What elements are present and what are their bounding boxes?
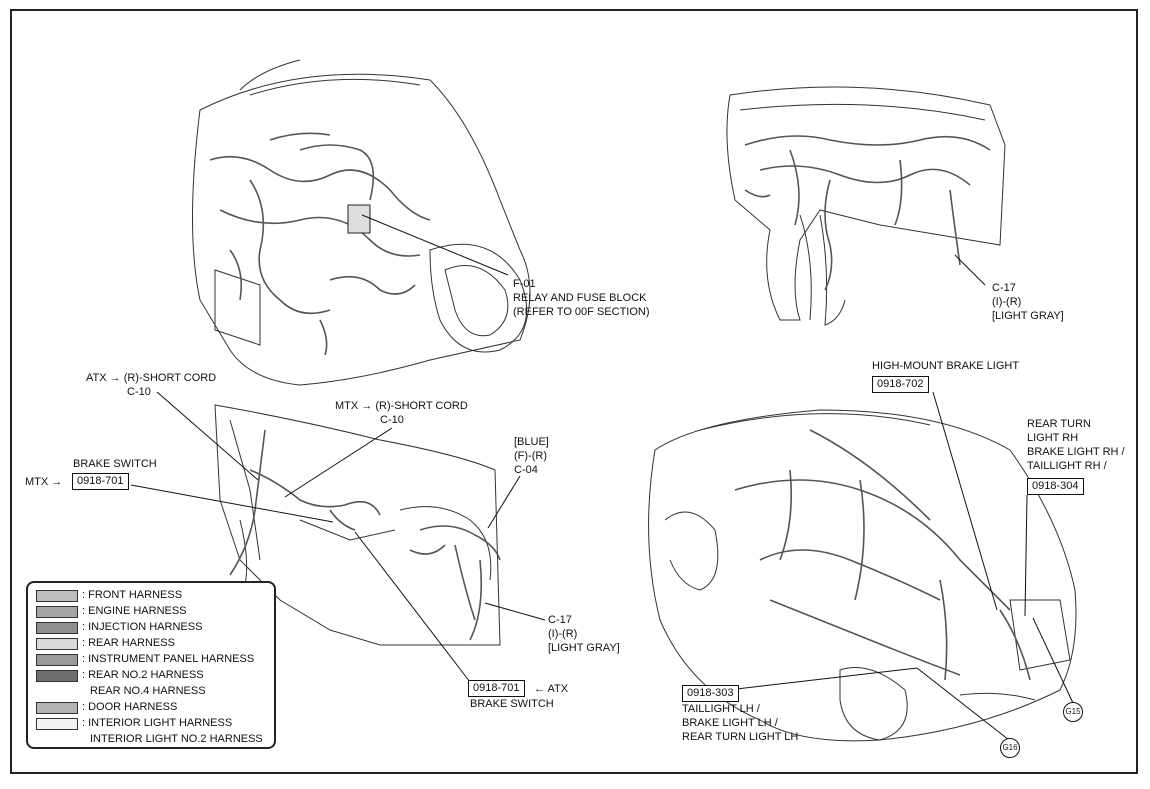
rear-rh-line1: REAR TURN <box>1027 418 1091 430</box>
legend-label: : REAR HARNESS <box>82 637 175 649</box>
c17-top-code: C-17 <box>992 282 1016 294</box>
legend-item: : DOOR HARNESS <box>36 701 268 717</box>
legend-label: : INSTRUMENT PANEL HARNESS <box>82 653 255 665</box>
atx-suffix: ← ATX <box>534 683 569 695</box>
ground-g15: G15 <box>1063 702 1083 722</box>
brake-switch-bottom-label: BRAKE SWITCH <box>470 698 554 710</box>
legend-item: : REAR HARNESS <box>36 637 268 653</box>
c17-top-type: (I)-(R) <box>992 296 1022 308</box>
rear-body-view <box>648 409 1077 742</box>
rear-lh-line1: TAILLIGHT LH / <box>682 703 760 715</box>
legend-swatch <box>36 718 78 730</box>
rear-lh-code: 0918-303 <box>682 685 739 702</box>
legend-swatch <box>36 606 78 618</box>
legend-sub-label: INTERIOR LIGHT NO.2 HARNESS <box>90 733 263 745</box>
front-harness <box>229 429 501 641</box>
diagram-frame <box>10 9 1138 774</box>
legend-swatch <box>36 638 78 650</box>
legend-swatch <box>36 702 78 714</box>
legend-item: : INSTRUMENT PANEL HARNESS <box>36 653 268 669</box>
legend-label: : INTERIOR LIGHT HARNESS <box>82 717 233 729</box>
brake-switch-top-code: 0918-701 <box>72 473 129 490</box>
c17-top-color: [LIGHT GRAY] <box>992 310 1064 322</box>
f01-name: RELAY AND FUSE BLOCK <box>513 292 647 304</box>
legend-sub-label: REAR NO.4 HARNESS <box>90 685 206 697</box>
legend-swatch <box>36 622 78 634</box>
legend-item: : INJECTION HARNESS <box>36 621 268 637</box>
dashboard-view <box>726 86 1006 326</box>
hmbl-code: 0918-702 <box>872 376 929 393</box>
rear-rh-line3: BRAKE LIGHT RH / <box>1027 446 1125 458</box>
legend-label: : INJECTION HARNESS <box>82 621 203 633</box>
engine-bay-view <box>192 59 531 386</box>
f01-reference: (REFER TO 00F SECTION) <box>513 306 650 318</box>
rear-rh-line2: LIGHT RH <box>1027 432 1079 444</box>
c17-mid-type: (I)-(R) <box>548 628 578 640</box>
legend-label: : FRONT HARNESS <box>82 589 183 601</box>
legend-label: : ENGINE HARNESS <box>82 605 187 617</box>
legend-swatch <box>36 670 78 682</box>
mtx-prefix: MTX → <box>25 476 63 488</box>
instrument-panel-harness <box>744 135 991 291</box>
legend-item: : FRONT HARNESS <box>36 589 268 605</box>
legend-item: : REAR NO.2 HARNESS <box>36 669 268 685</box>
harness-legend: : FRONT HARNESS : ENGINE HARNESS : INJECTI… <box>26 581 276 749</box>
mtx-short-cord-code: C-10 <box>380 414 404 426</box>
legend-label: : DOOR HARNESS <box>82 701 178 713</box>
legend-item: : INTERIOR LIGHT HARNESS <box>36 717 268 733</box>
brake-switch-bottom-code: 0918-701 <box>468 680 525 697</box>
c17-mid-code: C-17 <box>548 614 572 626</box>
legend-swatch <box>36 654 78 666</box>
c04-type: (F)-(R) <box>514 450 547 462</box>
rear-rh-line4: TAILLIGHT RH / <box>1027 460 1107 472</box>
legend-label: : REAR NO.2 HARNESS <box>82 669 204 681</box>
rear-lh-line2: BRAKE LIGHT LH / <box>682 717 778 729</box>
rear-harness <box>734 429 1031 681</box>
c17-mid-color: [LIGHT GRAY] <box>548 642 620 654</box>
hmbl-name: HIGH-MOUNT BRAKE LIGHT <box>872 360 1020 372</box>
pedal-area-view <box>214 404 501 646</box>
engine-harness <box>209 132 431 356</box>
legend-item: : ENGINE HARNESS <box>36 605 268 621</box>
legend-swatch <box>36 590 78 602</box>
rear-rh-code: 0918-304 <box>1027 478 1084 495</box>
c04-code: C-04 <box>514 464 538 476</box>
rear-lh-line3: REAR TURN LIGHT LH <box>682 731 799 743</box>
brake-switch-top-label: BRAKE SWITCH <box>73 458 157 470</box>
mtx-short-cord-label: MTX → (R)-SHORT CORD <box>335 400 468 412</box>
atx-short-cord-label: ATX → (R)-SHORT CORD <box>86 372 217 384</box>
atx-short-cord-code: C-10 <box>127 386 151 398</box>
c04-color: [BLUE] <box>514 436 549 448</box>
f01-code: F-01 <box>513 278 536 290</box>
ground-g16: G16 <box>1000 738 1020 758</box>
